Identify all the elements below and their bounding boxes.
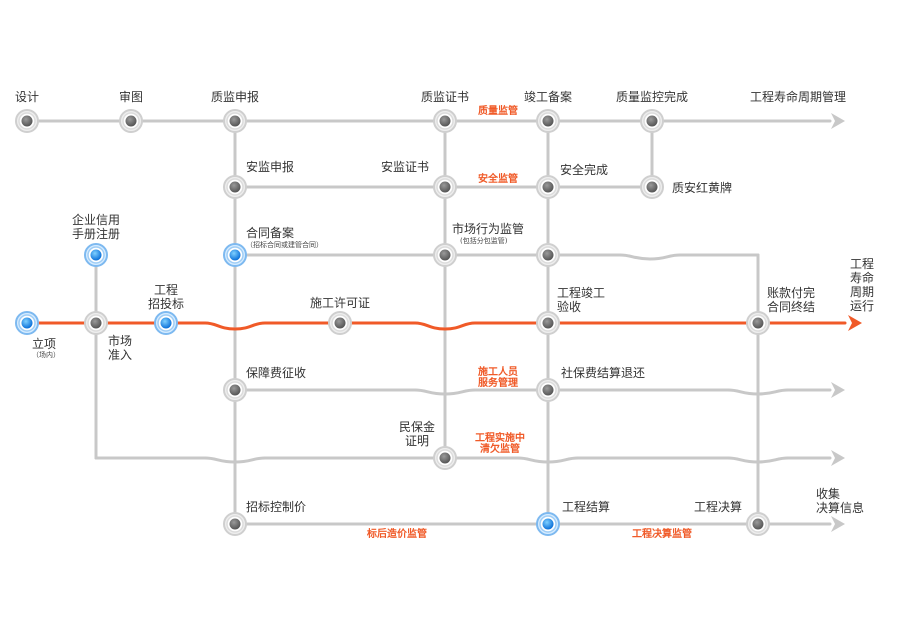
node-safety-complete[interactable]: [536, 175, 560, 199]
main-end-label-lifecycle-operation: 工程 寿命 周期 运行: [850, 257, 875, 313]
node-guarantee-fee-collection[interactable]: [223, 378, 247, 402]
node-credit-registration[interactable]: [84, 243, 108, 267]
row-line-wage: [94, 456, 832, 464]
supervision-label-worker-service: 施工人员 服务管理: [478, 367, 518, 389]
node-label-market-behavior-supervision: 市场行为监管: [452, 222, 525, 236]
node-completion-acceptance[interactable]: [536, 311, 560, 335]
node-label-market-access: 市场 准入: [108, 334, 133, 362]
supervision-label-arrears-clearing: 工程实施中 清欠监管: [475, 433, 525, 455]
node-label-safety-certificate: 安监证书: [381, 160, 430, 174]
node-safety-application[interactable]: [223, 175, 247, 199]
node-label-construction-permit: 施工许可证: [309, 296, 371, 310]
supervision-label-post-bid-cost: 标后造价监管: [367, 529, 427, 540]
node-label-guarantee-fee-collection: 保障费征收: [246, 366, 307, 380]
node-bid-control-price[interactable]: [223, 512, 247, 536]
node-drawing-review[interactable]: [119, 109, 143, 133]
arrow-wage-row: [831, 450, 845, 466]
supervision-label-final-accounts: 工程决算监管: [632, 529, 692, 540]
node-label-contract-filing: 合同备案: [246, 226, 295, 240]
node-quality-certificate[interactable]: [433, 109, 457, 133]
node-market-behavior-supervision[interactable]: [433, 243, 457, 267]
node-social-security-refund[interactable]: [536, 378, 560, 402]
node-project-settlement[interactable]: [536, 512, 560, 536]
node-contract-filing[interactable]: [223, 243, 247, 267]
node-bidding[interactable]: [154, 311, 178, 335]
arrow-quality-row: [831, 113, 845, 129]
node-design[interactable]: [15, 109, 39, 133]
node-label-quality-monitoring-complete: 质量监控完成: [615, 90, 689, 104]
node-label-completion-filing: 竣工备案: [523, 90, 573, 104]
node-label-safety-complete: 安全完成: [560, 163, 609, 177]
node-label-quality-application: 质监申报: [210, 90, 260, 104]
node-label-final-accounts: 工程决算: [694, 500, 743, 514]
main-timeline: [25, 321, 847, 331]
node-label-red-yellow-card: 质安红黄牌: [672, 181, 733, 195]
node-label-completion-acceptance: 工程竣工 验收: [557, 286, 606, 314]
supervision-label-safety: 安全监管: [478, 174, 518, 185]
node-quality-application[interactable]: [223, 109, 247, 133]
node-label-project-settlement: 工程结算: [562, 500, 611, 514]
row-line-contract: [233, 253, 760, 261]
node-completion-filing[interactable]: [536, 109, 560, 133]
contract-note: （招标合同或建管合同）: [246, 241, 323, 249]
market-note: (包括分包监管): [460, 237, 508, 245]
node-payment-contract-end[interactable]: [746, 311, 770, 335]
arrow-main-timeline: [848, 315, 862, 331]
node-label-quality-certificate: 质监证书: [420, 90, 470, 104]
node-label-bid-control-price: 招标控制价: [246, 500, 307, 514]
project-note: （场内）: [32, 351, 60, 359]
node-label-safety-application: 安监申报: [246, 160, 295, 174]
node-construction-permit[interactable]: [328, 311, 352, 335]
node-market-access[interactable]: [84, 311, 108, 335]
node-wage-deposit-certificate[interactable]: [433, 446, 457, 470]
node-quality-monitoring-complete[interactable]: [640, 109, 664, 133]
node-label-drawing-review: 审图: [118, 90, 144, 104]
node-red-yellow-card[interactable]: [640, 175, 664, 199]
supervision-label-quality: 质量监管: [478, 106, 518, 117]
row-end-label-lifecycle-management: 工程寿命周期管理: [749, 90, 847, 104]
node-label-payment-contract-end: 账款付完 合同终结: [767, 286, 816, 314]
node-label-social-security-refund: 社保费结算退还: [561, 366, 646, 380]
arrow-fee-row: [831, 382, 845, 398]
row-line-fee: [233, 388, 832, 396]
row-end-label-collect-final-info: 收集 决算信息: [816, 487, 865, 515]
node-final-accounts[interactable]: [746, 512, 770, 536]
node-label-bidding: 工程 招投标: [147, 283, 185, 311]
node-label-design: 设计: [14, 90, 40, 104]
node-label-credit-registration: 企业信用 手册注册: [71, 213, 121, 241]
node-label-wage-deposit-certificate: 民保金 证明: [398, 420, 436, 448]
node-label-project-initiation: 立项: [31, 337, 57, 351]
arrow-settlement-row: [831, 516, 845, 532]
node-market-behavior-right[interactable]: [536, 243, 560, 267]
node-safety-certificate[interactable]: [433, 175, 457, 199]
node-project-initiation[interactable]: [15, 311, 39, 335]
